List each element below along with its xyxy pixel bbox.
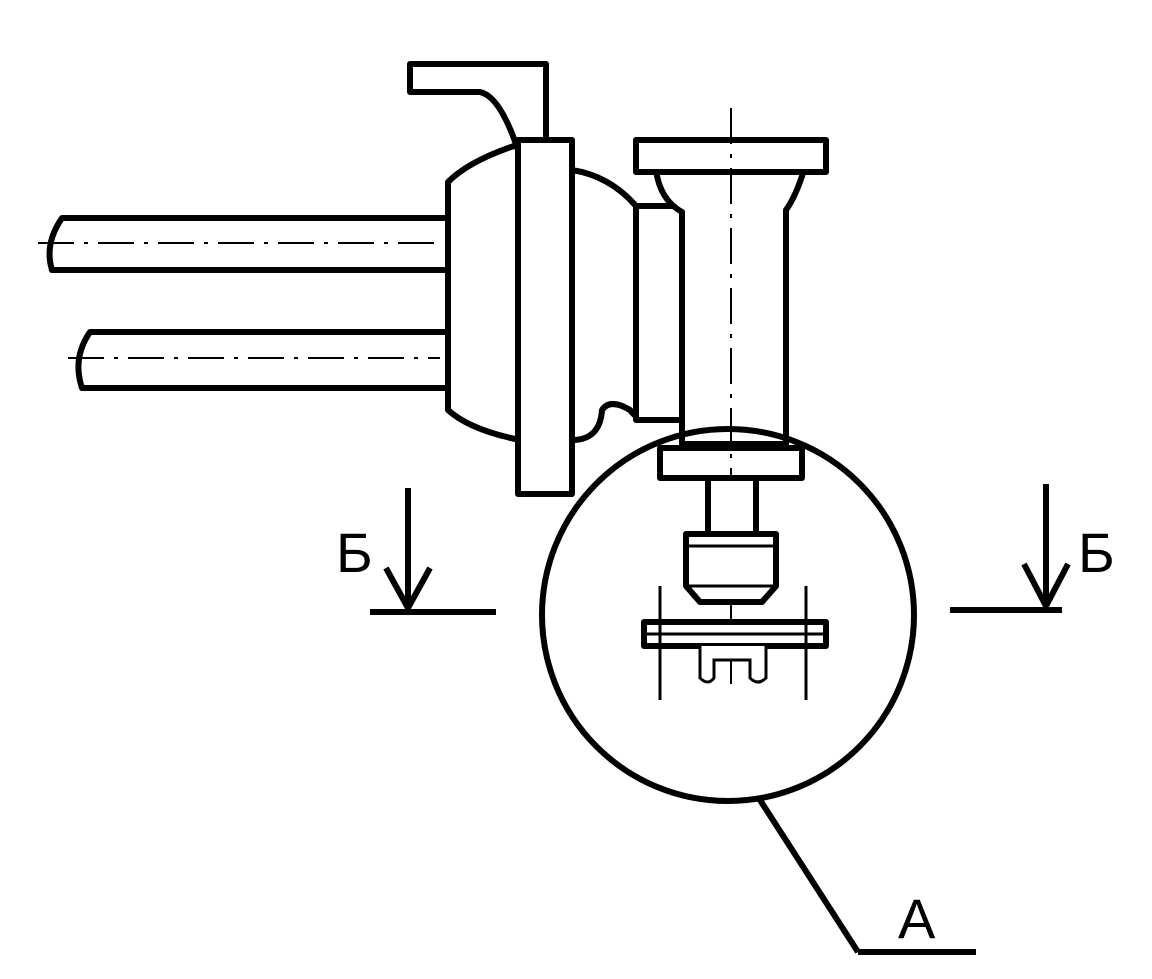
detail-label: А bbox=[898, 887, 936, 950]
section-marker-right bbox=[950, 484, 1071, 613]
clip bbox=[698, 646, 768, 684]
section-label-right: Б bbox=[1078, 521, 1115, 584]
upper-rod bbox=[38, 215, 451, 273]
section-label-left: Б bbox=[336, 521, 373, 584]
detail-circle bbox=[539, 426, 917, 804]
vertical-plate bbox=[515, 137, 575, 497]
section-marker-left bbox=[370, 488, 496, 615]
nut bbox=[683, 531, 779, 605]
hub-body bbox=[445, 141, 523, 443]
detail-leader bbox=[757, 798, 976, 955]
stem bbox=[705, 475, 759, 537]
column-side-block bbox=[633, 203, 685, 423]
lower-rod bbox=[68, 329, 451, 391]
